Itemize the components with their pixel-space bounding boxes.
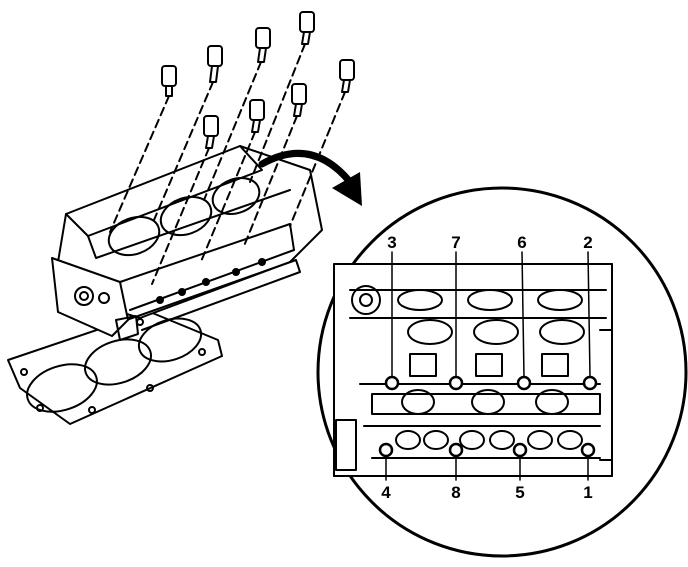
sequence-label-5: 5 <box>515 483 524 502</box>
sequence-label-1: 1 <box>583 483 592 502</box>
bolt-hole-1 <box>580 442 596 458</box>
cylinder-head-top-view <box>333 263 613 477</box>
sequence-label-8: 8 <box>451 483 460 502</box>
bolt-hole-3 <box>384 375 400 391</box>
sequence-labels: 3 7 6 2 4 8 5 1 <box>381 233 592 502</box>
bolt <box>203 27 271 201</box>
bolts <box>109 11 355 285</box>
leader-lines <box>385 251 591 481</box>
bolt <box>151 115 219 285</box>
bolt-hole-markers <box>378 375 598 458</box>
sequence-label-2: 2 <box>583 233 592 252</box>
sequence-label-6: 6 <box>517 233 526 252</box>
bolt <box>199 99 265 265</box>
sequence-label-7: 7 <box>451 233 460 252</box>
bolt-hole-6 <box>516 375 532 391</box>
curved-arrow-icon <box>258 149 362 206</box>
bolt <box>243 83 307 247</box>
bolt-hole-7 <box>448 375 464 391</box>
bolt <box>249 11 315 183</box>
bolt-hole-8 <box>448 442 464 458</box>
bolt <box>109 65 177 233</box>
bolt-hole-5 <box>512 442 528 458</box>
sequence-label-4: 4 <box>381 483 391 502</box>
bolt-hole-4 <box>378 442 394 458</box>
bolt <box>153 45 223 221</box>
cylinder-head <box>51 145 323 341</box>
sequence-label-3: 3 <box>387 233 396 252</box>
bolt-hole-2 <box>582 375 598 391</box>
